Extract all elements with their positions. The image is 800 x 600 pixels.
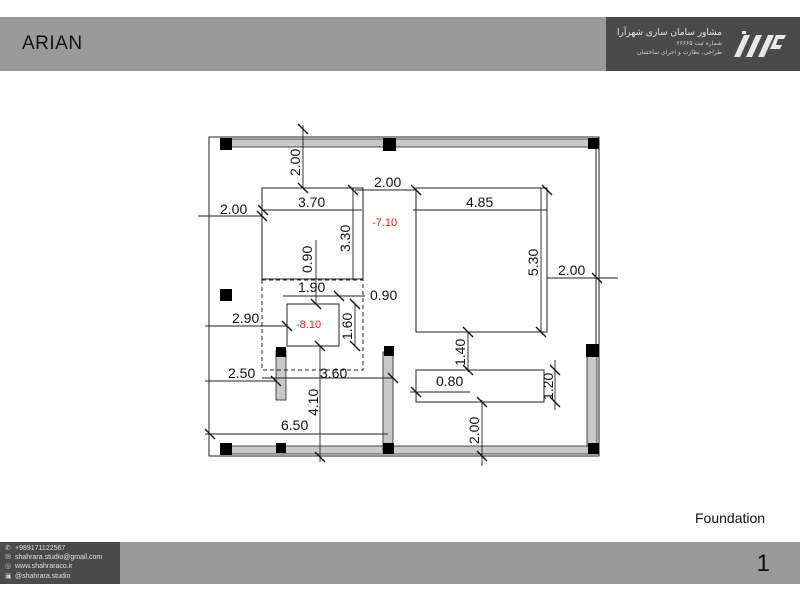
email-icon: ✉: [5, 554, 11, 562]
footer-bar: ✆ +989171122567 ✉ shahrara.studio@gmail.co…: [0, 542, 800, 584]
level-labels: -7.10 -8.10: [296, 217, 397, 331]
right-box: [415, 187, 548, 333]
brand-name: مشاور سامان سازی شهرآرا: [617, 28, 722, 38]
column: [220, 289, 232, 301]
dimension-labels: 2.00 2.00 3.70 3.30 2.00 4.85 5.30 2.00 …: [220, 149, 585, 444]
dim-label: 2.50: [228, 365, 255, 381]
pit-box: [286, 303, 340, 347]
level-label: -7.10: [372, 217, 397, 229]
instagram-icon: ▣: [5, 572, 12, 580]
contact-website: ◎www.shahraraco.ir: [5, 562, 120, 571]
dim-label: 1.90: [298, 279, 325, 295]
columns: [220, 138, 599, 455]
column: [220, 443, 232, 455]
brand-text: مشاور سامان سازی شهرآرا شماره ثبت ۶۶۶۶۵ …: [617, 27, 722, 57]
page-number: 1: [756, 550, 770, 577]
sheet-label: Foundation: [695, 510, 766, 526]
small-box: [415, 369, 545, 403]
dim-label: 2.00: [287, 149, 303, 176]
dim-label: 4.85: [466, 194, 493, 210]
dim-label: 3.30: [337, 225, 353, 252]
column: [586, 344, 599, 357]
column: [588, 443, 599, 454]
phone-text: +989171122567: [15, 545, 66, 552]
column: [383, 138, 396, 151]
level-label: -8.10: [296, 319, 321, 331]
dim-label: 0.90: [299, 246, 315, 273]
dim-label: 6.50: [281, 417, 308, 433]
dimension-ticks: [204, 123, 603, 463]
outer-boundary: [208, 136, 600, 457]
instagram-text: @shahrara.studio: [15, 572, 71, 580]
column: [588, 138, 599, 149]
contact-phone: ✆ +989171122567: [5, 544, 120, 553]
column: [220, 138, 232, 150]
dim-label: 2.90: [232, 310, 259, 326]
shahrara-logo-icon: [734, 31, 786, 57]
wall-mid: [382, 351, 394, 453]
wall-right: [586, 351, 598, 453]
wall-top: [225, 138, 599, 148]
dim-label: 2.00: [374, 174, 401, 190]
dim-label: 4.10: [305, 389, 321, 416]
contact-block: ✆ +989171122567 ✉ shahrara.studio@gmail.co…: [0, 542, 120, 584]
dimension-lines: [198, 125, 618, 466]
contact-email: ✉ shahrara.studio@gmail.com: [5, 553, 120, 562]
dashed-outline: [261, 279, 364, 371]
globe-icon: ◎: [5, 563, 12, 571]
dim-label: 1.60: [339, 313, 355, 340]
dim-label: 1.40: [452, 339, 468, 366]
brand-tagline: طراحی، نظارت و اجرای ساختمان: [636, 49, 722, 56]
page-title: ARIAN: [22, 33, 83, 54]
column: [384, 346, 394, 356]
column: [276, 443, 286, 453]
dim-label: 2.00: [466, 417, 482, 444]
column: [383, 443, 394, 454]
dim-label: 2.00: [558, 262, 585, 278]
brand-registration: شماره ثبت ۶۶۶۶۵: [676, 40, 722, 47]
wall-small: [275, 349, 287, 401]
brand-block: مشاور سامان سازی شهرآرا شماره ثبت ۶۶۶۶۵ …: [606, 17, 800, 71]
rooms: [261, 187, 548, 403]
phone-icon: ✆: [5, 545, 11, 552]
contact-instagram: ▣@shahrara.studio: [5, 572, 120, 581]
dim-label: 0.90: [370, 287, 397, 303]
column: [276, 347, 286, 357]
website-text: www.shahraraco.ir: [15, 563, 73, 571]
dim-label: 5.30: [525, 249, 541, 276]
dim-label: 0.80: [436, 373, 463, 389]
dim-label: 1.20: [540, 373, 556, 400]
upper-box: [261, 187, 364, 280]
dim-label: 2.00: [220, 201, 247, 217]
dim-label: 3.70: [298, 194, 325, 210]
header-bar: ARIAN مشاور سامان سازی شهرآرا شماره ثبت …: [0, 17, 800, 71]
email-text: shahrara.studio@gmail.com: [15, 554, 103, 562]
dim-label: 3.60: [320, 365, 347, 381]
